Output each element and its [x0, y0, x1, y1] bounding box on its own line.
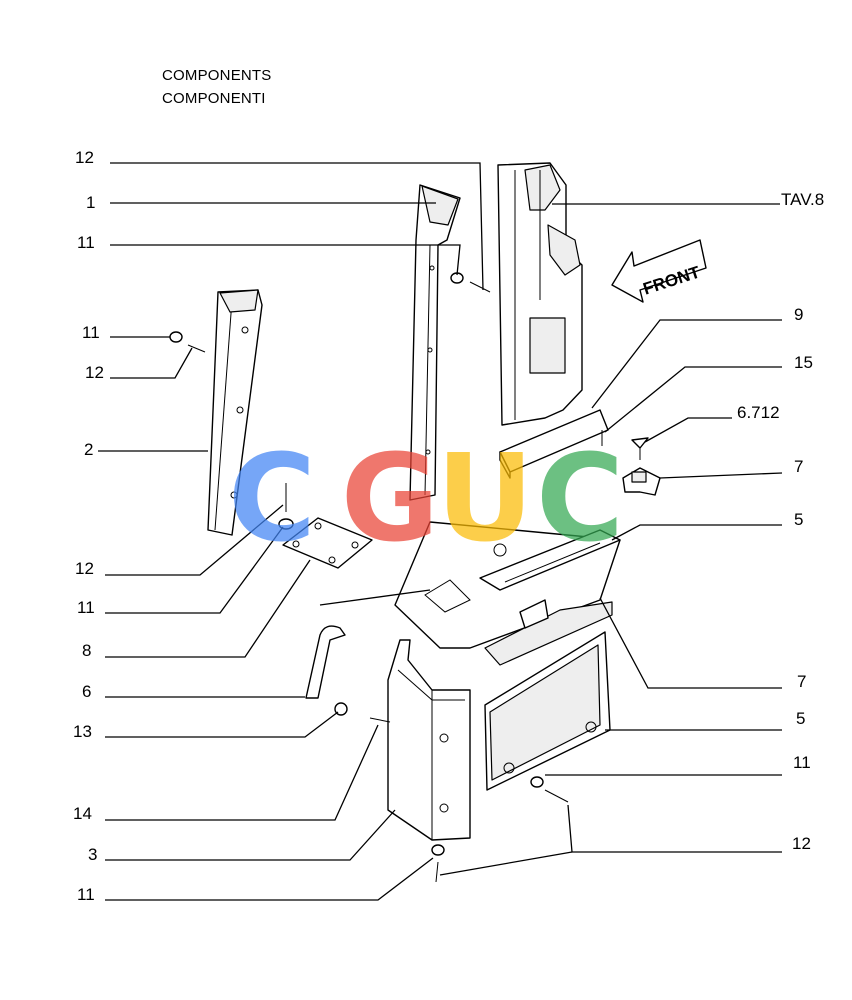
callout-12-left: 12 — [85, 363, 104, 382]
callout-tav8: TAV.8 — [781, 190, 824, 209]
part-5-panel — [484, 631, 611, 791]
callout-3: 3 — [88, 845, 97, 864]
callout-14: 14 — [73, 804, 92, 823]
callout-7-low: 7 — [797, 672, 806, 691]
part-8-plate — [282, 517, 373, 569]
callout-5-top: 5 — [794, 510, 803, 529]
callout-11-left: 11 — [82, 323, 100, 342]
fasteners — [169, 272, 569, 883]
watermark-letter-1: C — [228, 430, 316, 569]
bolt-12-bottom — [435, 861, 439, 883]
part-5-rail — [479, 529, 621, 591]
callout-labels: 12 1 11 11 12 2 12 11 8 6 13 14 3 11 TAV… — [73, 148, 824, 904]
title-english: COMPONENTS — [162, 67, 272, 84]
part-2-channel — [207, 289, 263, 536]
callout-11-right: 11 — [793, 753, 811, 772]
callout-11-bottom: 11 — [77, 885, 95, 904]
main-column — [497, 162, 583, 426]
callout-11-mid: 11 — [77, 598, 95, 617]
part-6-handle — [305, 625, 346, 699]
washer-11-bottom — [431, 844, 445, 856]
watermark-letter-3: U — [436, 430, 533, 569]
callout-7-top: 7 — [794, 457, 803, 476]
callout-6: 6 — [82, 682, 91, 701]
part-1-post — [409, 184, 461, 501]
callout-5-low: 5 — [796, 709, 805, 728]
callout-1: 1 — [86, 193, 95, 212]
part-3-guard — [387, 639, 471, 841]
callout-2: 2 — [84, 440, 93, 459]
bolt-12-top — [469, 281, 491, 293]
callout-9: 9 — [794, 305, 803, 324]
part-7-lower-bracket — [519, 599, 549, 629]
callout-13: 13 — [73, 722, 92, 741]
callout-15: 15 — [794, 353, 813, 372]
callout-12-right: 12 — [792, 834, 811, 853]
washer-11-left — [169, 331, 183, 343]
front-arrow: FRONT — [611, 239, 707, 303]
bolt-14 — [369, 717, 391, 723]
bolt-12-left — [187, 344, 206, 353]
leader-lines — [98, 162, 783, 901]
washer-11-right — [530, 776, 544, 788]
callout-12-top: 12 — [75, 148, 94, 167]
bolt-6712 — [631, 437, 649, 460]
part-7-bracket — [622, 467, 661, 496]
callout-12-mid: 12 — [75, 559, 94, 578]
callout-6712: 6.712 — [737, 403, 780, 422]
watermark-letter-2: G — [341, 430, 440, 569]
title-italian: COMPONENTI — [162, 90, 266, 107]
callout-8: 8 — [82, 641, 91, 660]
callout-11-top: 11 — [77, 233, 95, 252]
watermark-letter-4: C — [536, 430, 624, 569]
bolt-12-right — [544, 789, 569, 803]
washer-11-mid — [278, 518, 294, 530]
